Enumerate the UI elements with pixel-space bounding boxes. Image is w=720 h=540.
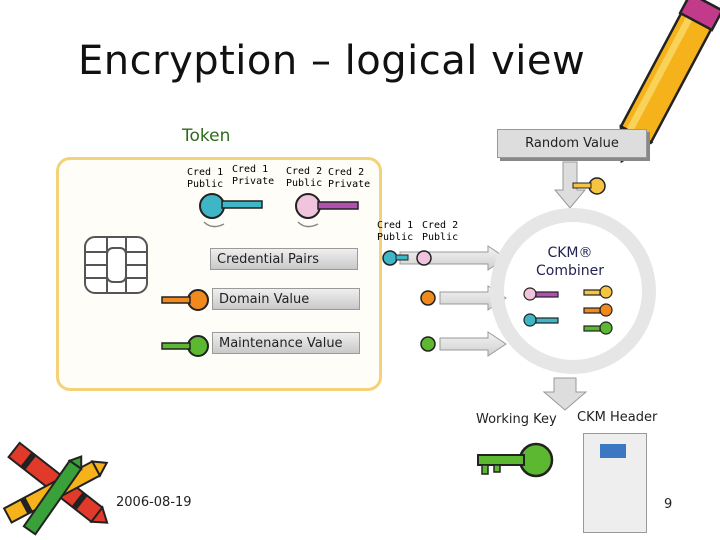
- smart-card-chip-icon: [84, 236, 148, 294]
- token-label: Token: [182, 126, 231, 146]
- combiner-ring: [490, 208, 656, 374]
- key-icon: [161, 289, 209, 311]
- arrow-icon: [553, 161, 606, 209]
- document-icon: [583, 433, 647, 533]
- key-icon: [161, 335, 209, 357]
- arrow-icon: [542, 377, 588, 411]
- working-key-label: Working Key: [476, 412, 557, 427]
- page-title: Encryption – logical view: [78, 38, 586, 84]
- combiner-label: CKM®Combiner: [536, 245, 604, 279]
- footer-date: 2006-08-19: [116, 495, 192, 510]
- crayon-icon: [2, 441, 109, 536]
- ckm-header-label: CKM Header: [577, 410, 658, 425]
- domain-value-bar: Domain Value: [212, 288, 360, 310]
- arrow-icon: [382, 245, 507, 357]
- key-icon: [199, 193, 263, 228]
- key-icon: [295, 193, 359, 228]
- maintenance-value-bar: Maintenance Value: [212, 332, 360, 354]
- page-number: 9: [664, 497, 673, 512]
- credential-pairs-bar: Credential Pairs: [210, 248, 358, 270]
- key-icon: [477, 442, 554, 478]
- random-value-box: Random Value: [497, 129, 647, 158]
